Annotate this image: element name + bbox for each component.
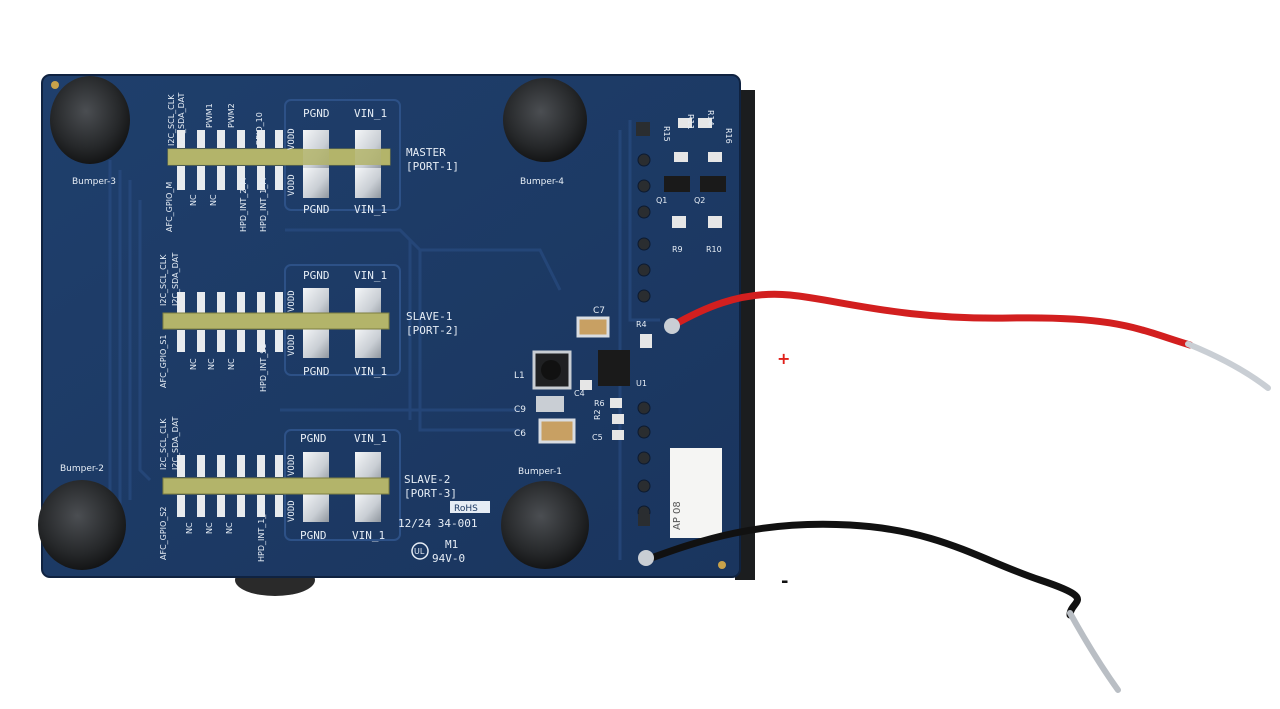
pin-label-hpd1-m: HPD_INT_1_M [259, 178, 268, 232]
bumper-3-label: Bumper-3 [72, 177, 116, 187]
rohs-box [450, 501, 490, 513]
rohs-mark: RoHS [454, 504, 478, 514]
pcb-traces [108, 120, 660, 560]
pin-label-nc-s2b: NC [205, 522, 214, 534]
pgnd-label-2: PGND [303, 203, 330, 216]
pin-label-nc-m1: NC [189, 194, 198, 206]
ref-r9: R9 [672, 245, 683, 254]
port-name-slave2: SLAVE-2 [404, 473, 450, 486]
ref-r15: R15 [662, 126, 671, 142]
pin-label-afc-s1: AFC_GPIO_S1 [159, 334, 168, 388]
vodd-label-5: VODD [287, 454, 297, 476]
ref-r2: R2 [593, 409, 602, 420]
ref-c9: C9 [514, 405, 526, 415]
pin-label-nc-m2: NC [209, 194, 218, 206]
black-wire [638, 520, 1121, 693]
pgnd-label-4: PGND [303, 365, 330, 378]
component-area [532, 118, 726, 526]
pin-label-hpd-s1: HPD_INT_S1 [259, 344, 268, 392]
ul-mark: M1 [445, 538, 458, 551]
ref-r4: R4 [636, 320, 647, 329]
vin-label-4: VIN_1 [354, 365, 387, 378]
pin-label-pwm2: PWM2 [227, 103, 236, 128]
ref-r10: R10 [706, 245, 722, 254]
port-name-slave1: SLAVE-1 [406, 310, 452, 323]
ref-c7: C7 [593, 306, 605, 316]
pin-label-nc-s2a: NC [185, 522, 194, 534]
ul-logo [411, 542, 429, 560]
date-code: 12/24 34-001 [398, 517, 477, 530]
vin-label-2: VIN_1 [354, 203, 387, 216]
bumper-2: Bumper-2 [38, 464, 126, 570]
label-sticker [670, 448, 722, 538]
ref-q2: Q2 [694, 196, 705, 205]
negative-label: - [781, 571, 788, 592]
vin-label-6: VIN_1 [352, 529, 385, 542]
pin-label-sda: I2C_SDA_DAT [177, 93, 186, 146]
bumper-4-label: Bumper-4 [520, 177, 564, 187]
port-id-3: [PORT-3] [404, 487, 457, 500]
vodd-label-3: VODD [287, 290, 297, 312]
ref-r6: R6 [594, 399, 605, 408]
pin-label-afc-s2: AFC_GPIO_S2 [159, 506, 168, 560]
pin-label-gpio: GPIO_10 [255, 112, 264, 146]
header-slave1 [162, 288, 390, 358]
ref-r11: R11 [686, 114, 695, 130]
pin-label-scl-s1: I2C_SCL_CLK [159, 254, 168, 306]
pgnd-label-1: PGND [303, 107, 330, 120]
ul-symbol: UL [414, 547, 425, 556]
pin-label-scl-s2: I2C_SCL_CLK [159, 418, 168, 470]
bumper-2-label: Bumper-2 [60, 464, 104, 474]
sticker-text: AP 08 [672, 501, 683, 530]
pcb-board [41, 74, 741, 578]
pin-label-sda-s2: I2C_SDA_DAT [171, 417, 180, 470]
pgnd-label-5: PGND [300, 432, 327, 445]
vin-label-5: VIN_1 [354, 432, 387, 445]
bumper-1: Bumper-1 [501, 467, 589, 569]
red-wire [664, 290, 1271, 391]
pin-label-nc-s1c: NC [227, 358, 236, 370]
positive-label: + [777, 349, 790, 368]
pin-label-hpd-s2: HPD_INT_1_S2 [257, 505, 266, 563]
vin-label-1: VIN_1 [354, 107, 387, 120]
pin-label-nc-s2c: NC [225, 522, 234, 534]
pin-label-afc-m: AFC_GPIO_M [165, 182, 174, 232]
bumper-4: Bumper-4 [503, 78, 587, 187]
bumper-1-label: Bumper-1 [518, 467, 562, 477]
bumper-3: Bumper-3 [50, 76, 130, 187]
pin-label-sda-s1: I2C_SDA_DAT [171, 253, 180, 306]
ref-r16: R16 [724, 128, 733, 144]
ul-rating: 94V-0 [432, 552, 465, 565]
port-id-1: [PORT-1] [406, 160, 459, 173]
pin-label-pwm1: PWM1 [205, 103, 214, 128]
port-name-master: MASTER [406, 146, 446, 159]
ref-c5: C5 [592, 433, 603, 442]
header-slave2 [162, 452, 390, 522]
ref-q1: Q1 [656, 196, 667, 205]
pgnd-label-3: PGND [303, 269, 330, 282]
ref-u1: U1 [636, 379, 647, 388]
pin-label-nc-s1b: NC [207, 358, 216, 370]
ref-r14: R14 [706, 110, 715, 126]
vodd-label-4: VODD [287, 334, 297, 356]
pgnd-label-6: PGND [300, 529, 327, 542]
pin-label-scl: I2C_SCL_CLK [167, 94, 176, 146]
ref-c6: C6 [514, 429, 526, 439]
ref-c4: C4 [574, 389, 585, 398]
port-id-2: [PORT-2] [406, 324, 459, 337]
vodd-label-1: VODD [287, 128, 297, 150]
pin-label-nc-s1a: NC [189, 358, 198, 370]
ref-l1: L1 [514, 371, 525, 381]
pin-label-hpd2-m: HPD_INT_2_M [239, 178, 248, 232]
header-master [167, 130, 391, 198]
vodd-label-2: VODD [287, 174, 297, 196]
mount-hole-br [718, 561, 726, 569]
vin-label-3: VIN_1 [354, 269, 387, 282]
vodd-label-6: VODD [287, 500, 297, 522]
mount-hole-tl [51, 81, 59, 89]
